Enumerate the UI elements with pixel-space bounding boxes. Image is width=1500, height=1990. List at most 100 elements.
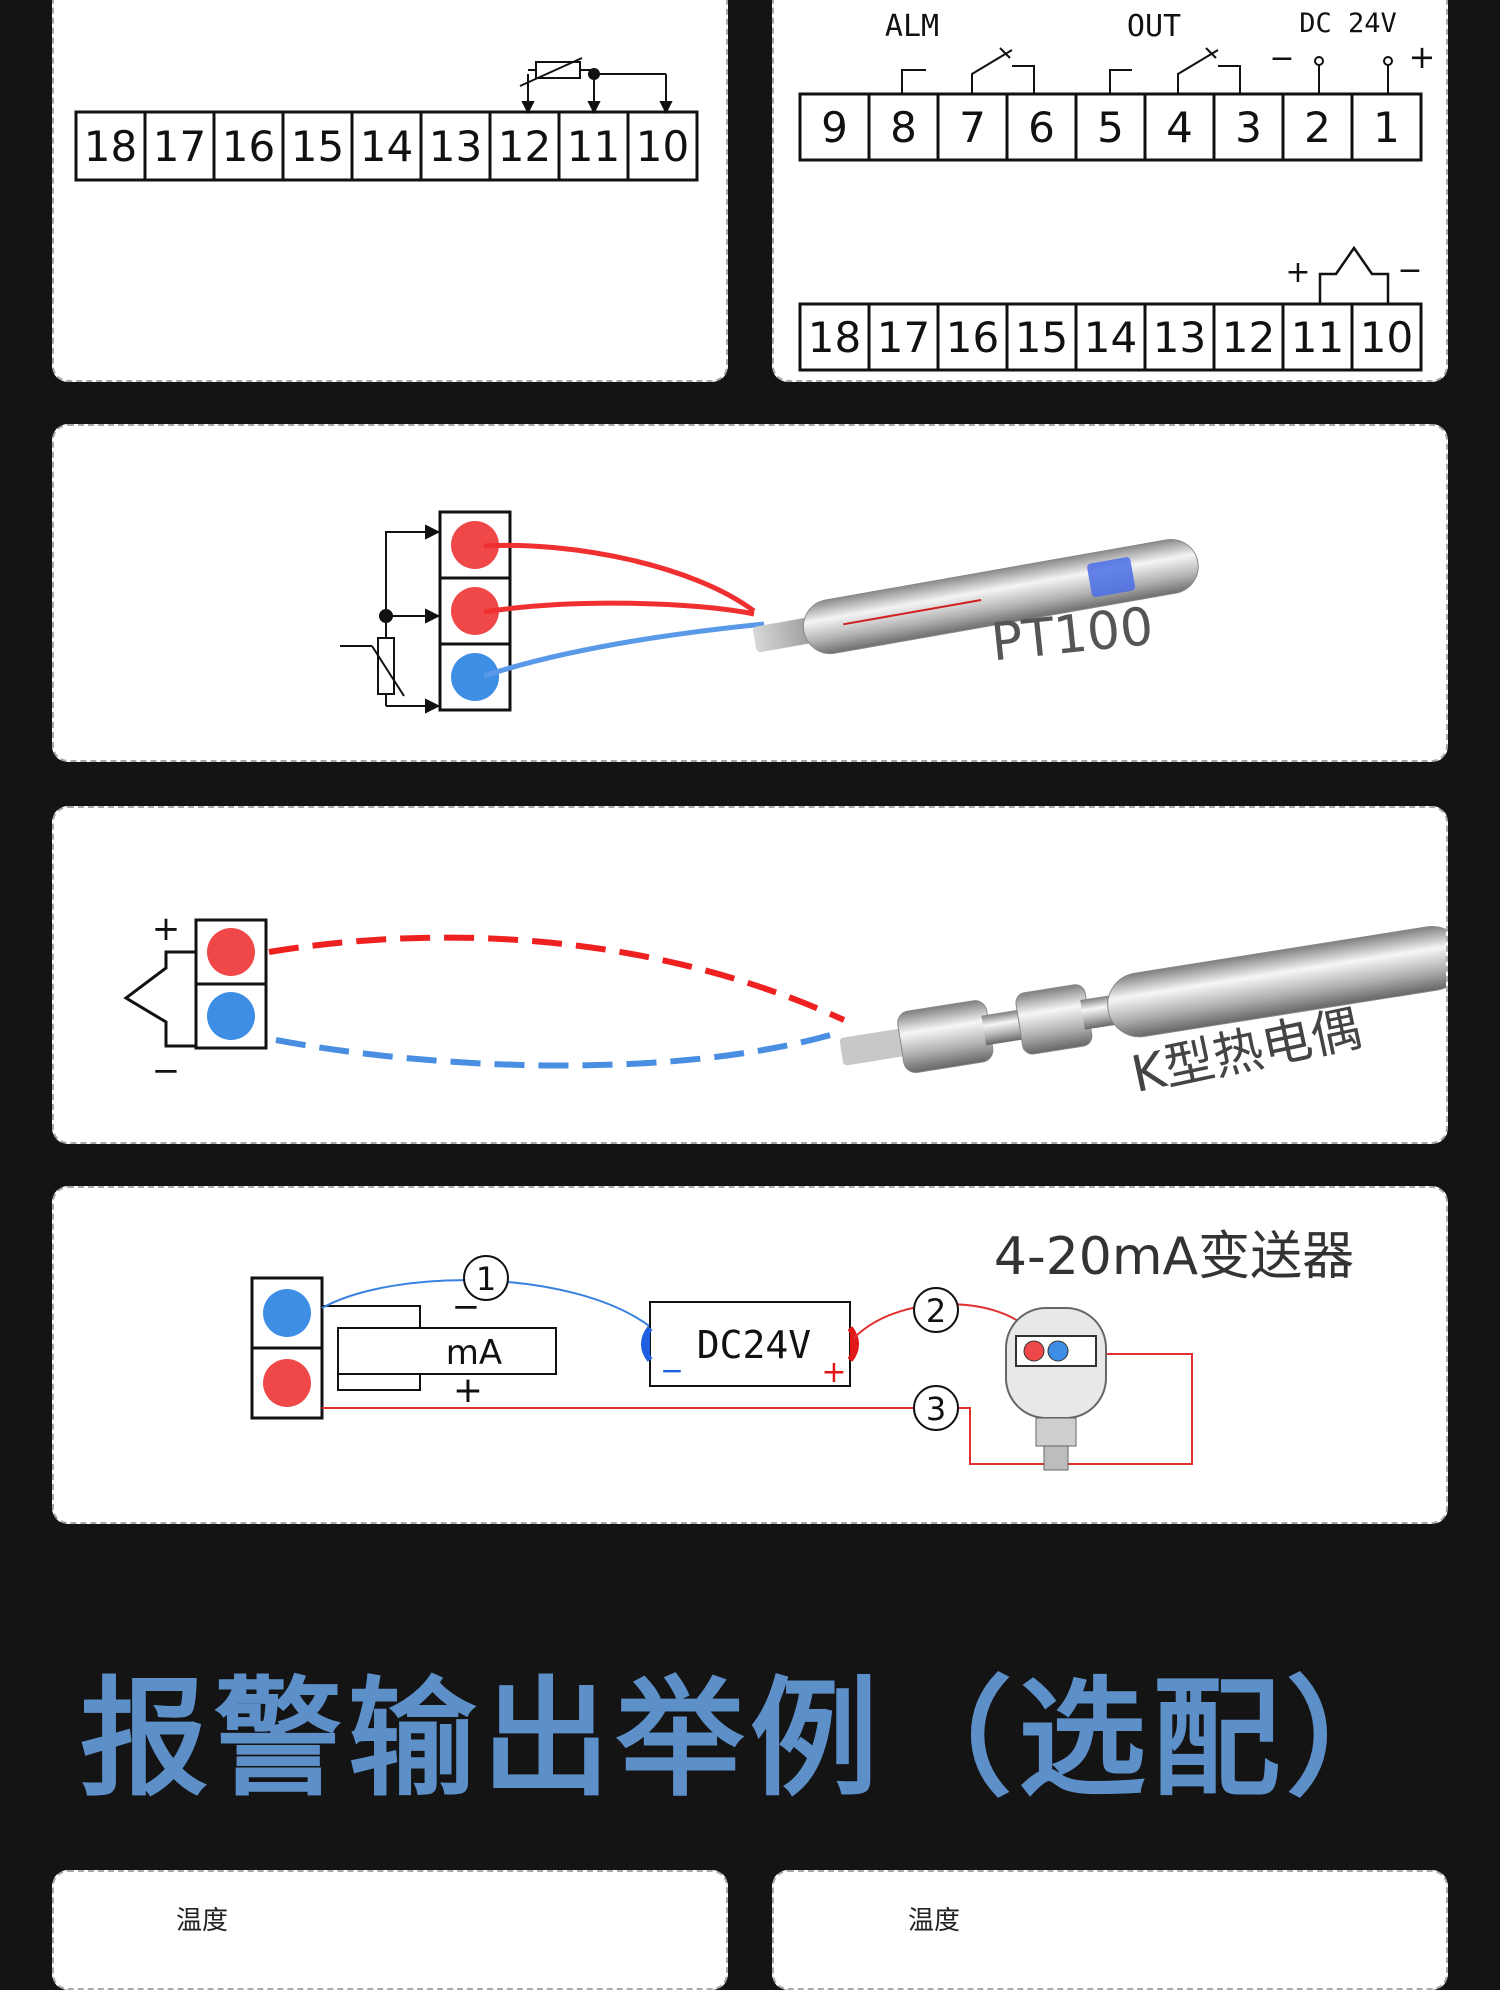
terminal-number: 1	[1373, 103, 1400, 152]
terminal-number: 4	[1166, 103, 1193, 152]
terminal-cell	[557, 110, 630, 182]
rtd-symbol	[340, 524, 441, 714]
milliammeter-box: mA	[322, 1305, 557, 1391]
wire-3	[322, 1353, 1193, 1465]
ma-plus: +	[453, 1370, 483, 1411]
terminal-cell	[419, 110, 492, 182]
wire-2-marker: 2	[926, 1292, 946, 1330]
terminal-number: 14	[360, 122, 413, 171]
terminal-cell	[1143, 92, 1216, 162]
pt100-diagram: PT100	[340, 510, 1199, 714]
wire-3-marker: 3	[926, 1390, 946, 1428]
terminal-number: 9	[821, 103, 848, 152]
terminal-cell	[1281, 92, 1354, 162]
terminal-number: 8	[890, 103, 917, 152]
terminal-number: 3	[1235, 103, 1262, 152]
dc24v-supply: DC24V − +	[641, 1301, 859, 1390]
terminal-number: 16	[222, 122, 275, 171]
terminal-cell	[74, 110, 147, 182]
terminal-number: 12	[498, 122, 551, 171]
thermocouple-wiring-panel: + − K型热电偶	[52, 806, 1448, 1144]
terminal-number: 12	[1222, 313, 1275, 362]
terminal-cell	[1143, 302, 1216, 372]
tc-plus: +	[152, 909, 181, 949]
terminal-cell	[626, 110, 699, 182]
out-label: OUT	[1127, 9, 1181, 44]
alm-label: ALM	[885, 9, 939, 44]
terminal-cell	[1212, 92, 1285, 162]
out-relay-contact	[1109, 47, 1241, 94]
pt100-red-wire-1	[483, 542, 756, 614]
terminal-number: 15	[291, 122, 344, 171]
power-label: DC 24V	[1299, 8, 1397, 39]
terminal-diagram-a: 18 17 16 15 14 13 12 11 10	[74, 57, 699, 182]
supply-minus: −	[660, 1354, 683, 1387]
terminal-cell	[1074, 302, 1147, 372]
pressure-transmitter	[1005, 1307, 1107, 1471]
terminal-panel-a: 18 17 16 15 14 13 12 11 10	[52, 0, 728, 382]
k-type-probe	[839, 925, 1446, 1074]
terminal-cell	[212, 110, 285, 182]
terminal-number: 17	[877, 313, 930, 362]
terminal-number: 7	[959, 103, 986, 152]
tc-red-wire	[268, 934, 846, 1023]
transmitter-diagram: mA − + 1 DC24V − + 2 3	[250, 1227, 1354, 1471]
terminal-number: 16	[946, 313, 999, 362]
terminal-number: 13	[1153, 313, 1206, 362]
terminal-cell	[798, 302, 871, 372]
terminal-number: 6	[1028, 103, 1055, 152]
terminal-cell	[1350, 302, 1423, 372]
terminal-cell	[488, 110, 561, 182]
alm-relay-contact	[901, 47, 1035, 94]
tc-minus-sign: −	[1397, 253, 1422, 288]
supply-plus: +	[821, 1355, 846, 1390]
terminal-number: 13	[429, 122, 482, 171]
terminal-cell	[1281, 302, 1354, 372]
alarm-example-panel-right: 温度	[772, 1870, 1448, 1990]
thermocouple-diagram: + − K型热电偶	[123, 909, 1446, 1104]
power-plus-sign: +	[1409, 38, 1436, 76]
terminal-cell	[1212, 302, 1285, 372]
terminal-cell	[1005, 92, 1078, 162]
tc-minus: −	[152, 1051, 181, 1091]
terminal-number: 14	[1084, 313, 1137, 362]
potentiometer-symbol	[519, 57, 673, 115]
tc-blue-wire	[275, 1031, 835, 1069]
terminal-cell	[350, 110, 423, 182]
temperature-axis-label-right: 温度	[908, 1906, 961, 1936]
terminal-number: 5	[1097, 103, 1124, 152]
terminal-number: 10	[1360, 313, 1413, 362]
terminal-number: 18	[84, 122, 137, 171]
terminal-number: 2	[1304, 103, 1331, 152]
ma-label: mA	[446, 1333, 502, 1373]
terminal-number: 17	[153, 122, 206, 171]
power-minus-sign: −	[1269, 41, 1294, 76]
pt100-probe	[752, 538, 1199, 655]
terminal-number: 11	[567, 122, 620, 171]
terminal-number: 18	[808, 313, 861, 362]
pt100-blue-wire	[483, 621, 765, 679]
transmitter-label: 4-20mA变送器	[994, 1227, 1354, 1287]
terminal-cell	[143, 110, 216, 182]
alarm-output-heading: 报警输出举例（选配）	[79, 1665, 1420, 1814]
pt100-red-wire-2	[483, 600, 755, 617]
terminal-number: 11	[1291, 313, 1344, 362]
ma-terminal-block	[250, 1276, 324, 1420]
dc24v-label: DC24V	[697, 1323, 811, 1367]
terminal-cell	[798, 92, 871, 162]
power-terminal-marks	[1314, 56, 1393, 94]
terminal-cell	[1350, 92, 1423, 162]
thermocouple-symbol	[1318, 245, 1390, 304]
terminal-number: 15	[1015, 313, 1068, 362]
tc-junction-symbol	[123, 950, 196, 1048]
terminal-number: 10	[636, 122, 689, 171]
transmitter-wiring-panel: mA − + 1 DC24V − + 2 3	[52, 1186, 1448, 1524]
pt100-wiring-panel: PT100	[52, 424, 1448, 762]
temperature-axis-label-left: 温度	[176, 1906, 229, 1936]
tc-plus-sign: +	[1285, 255, 1310, 290]
alarm-example-panel-left: 温度	[52, 1870, 728, 1990]
wire-1-marker: 1	[476, 1260, 496, 1298]
tc-terminal-block	[194, 918, 268, 1050]
